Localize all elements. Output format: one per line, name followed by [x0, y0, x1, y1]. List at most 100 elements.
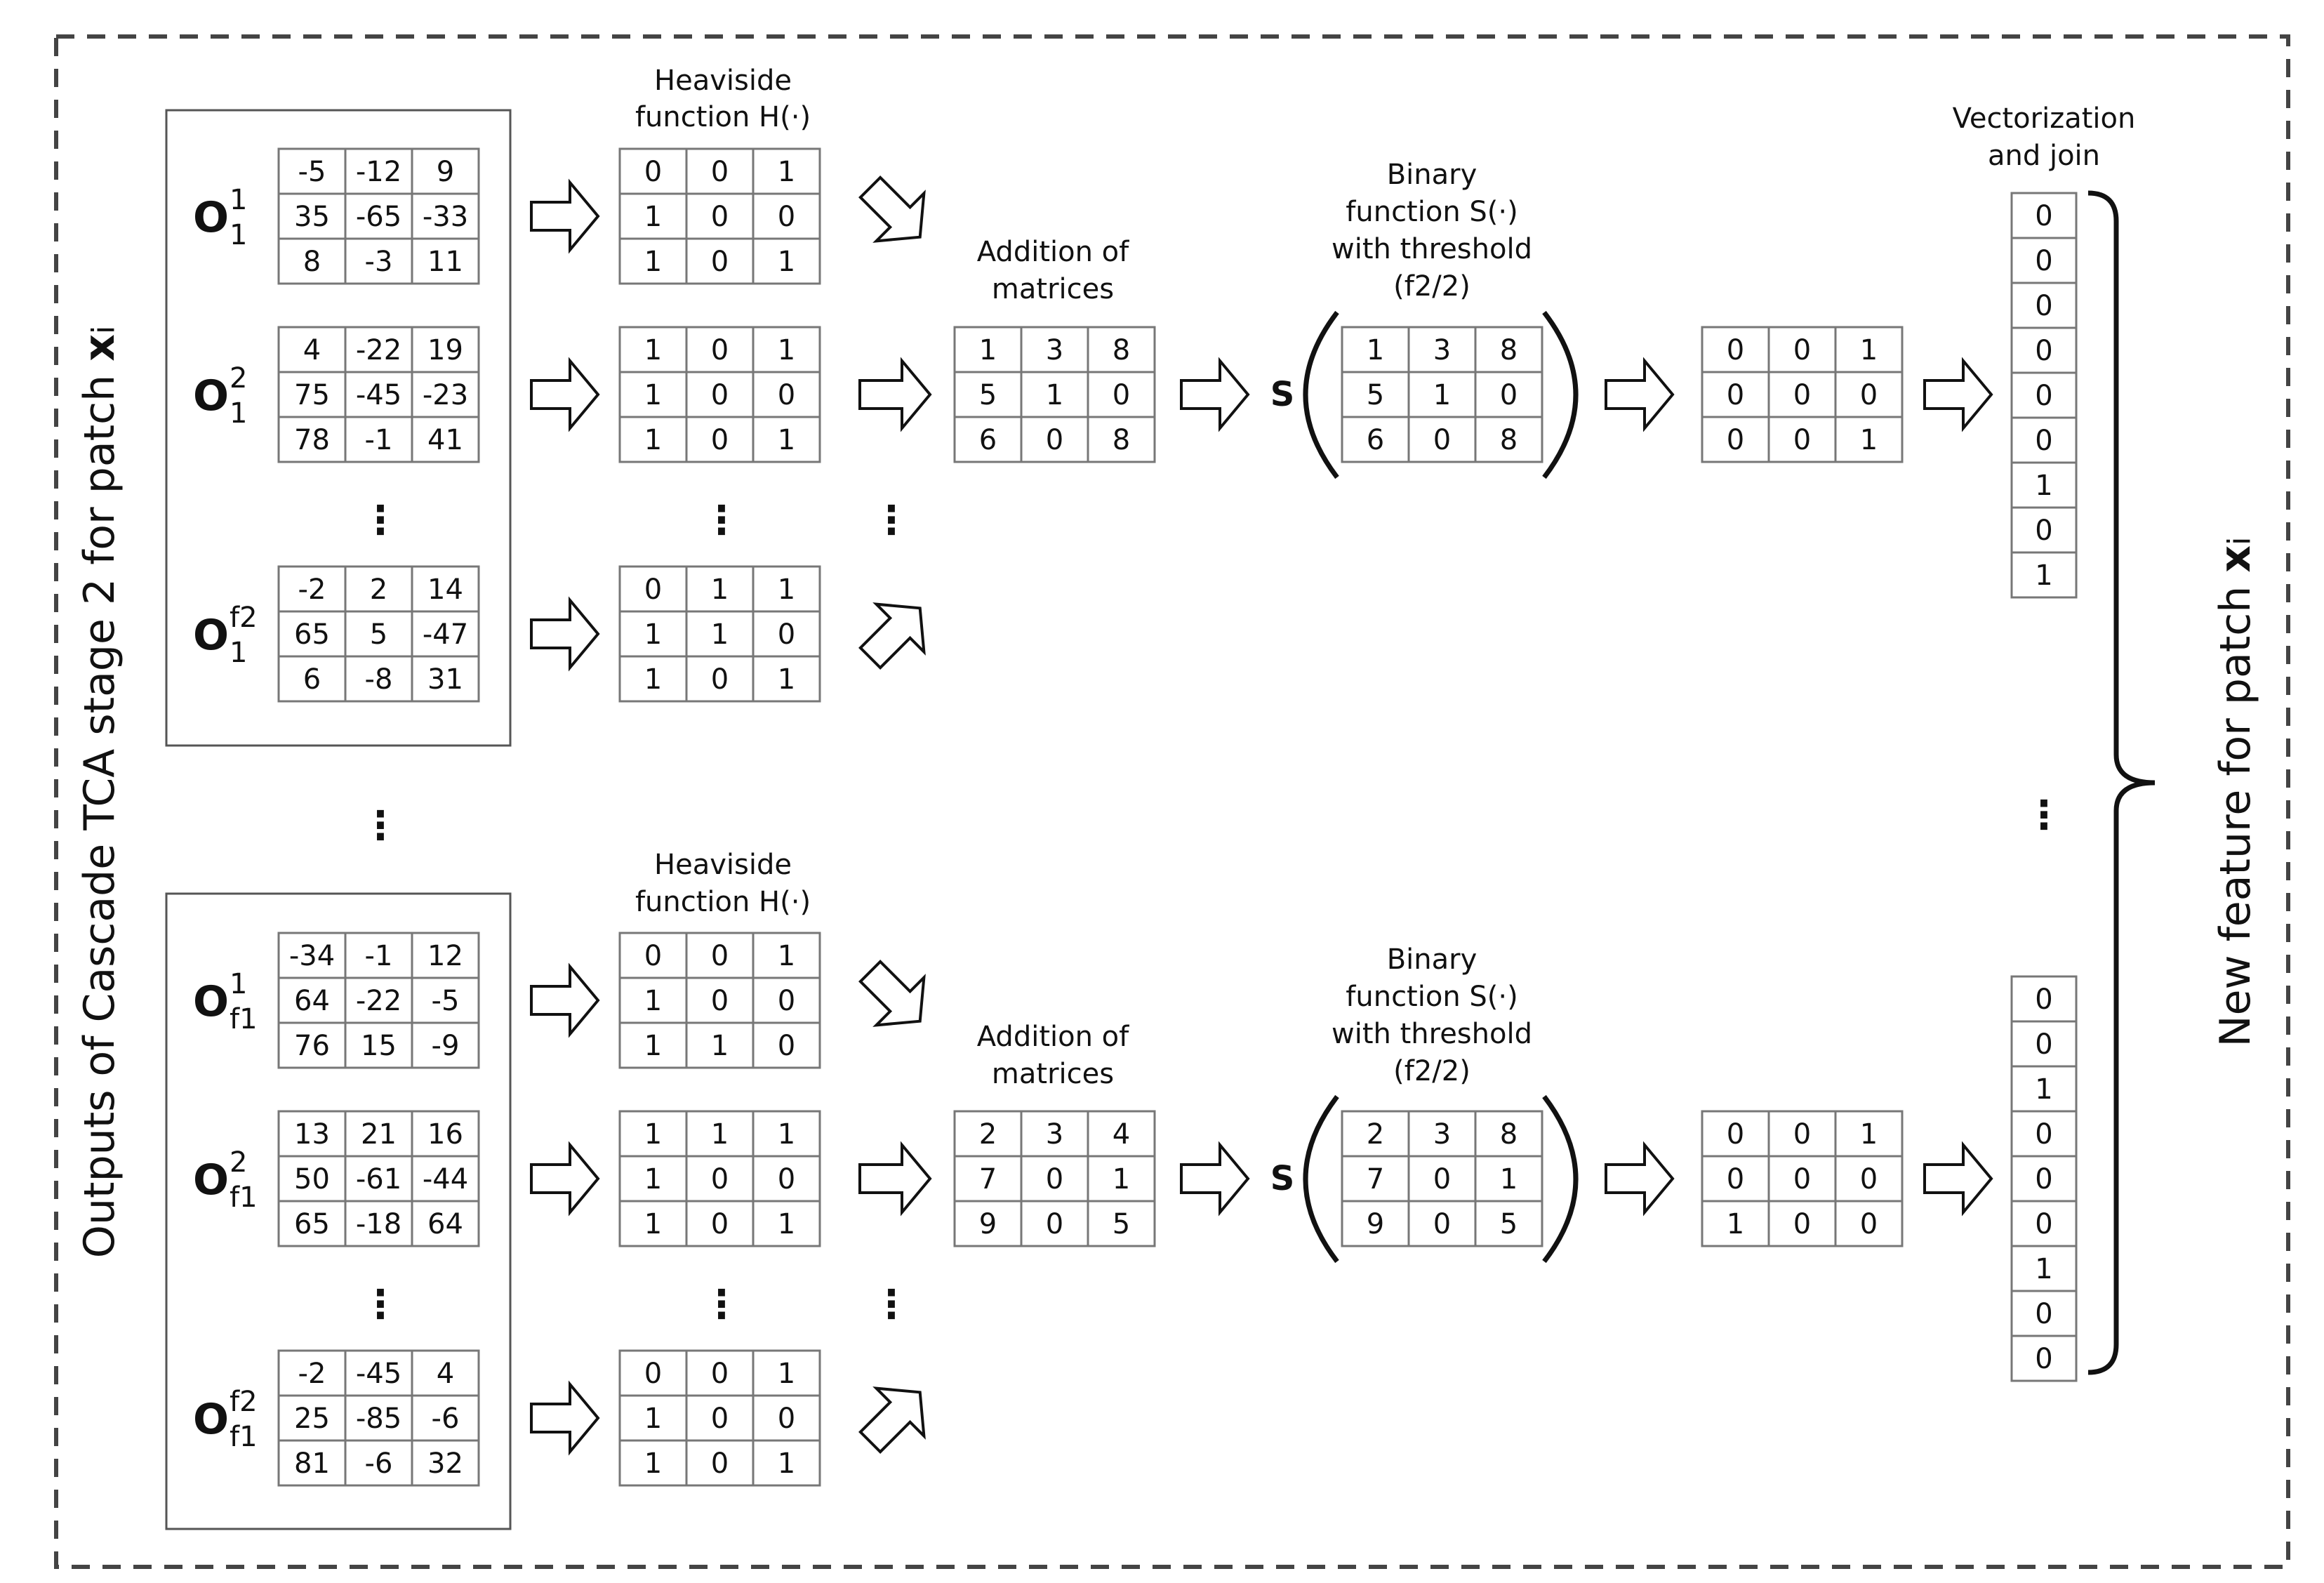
matrix-cell: 2	[979, 1118, 997, 1151]
matrix-cell: 8	[1113, 334, 1130, 366]
matrix-cell: 1	[778, 334, 795, 366]
matrix-cell: 0	[1860, 379, 1878, 411]
arrow-to-sum	[858, 357, 932, 432]
matrix-cell: 4	[437, 1358, 454, 1390]
binary-label-1d: (f2/2)	[1393, 270, 1470, 303]
matrix-cell: 1	[1500, 1163, 1518, 1195]
matrix-cell: 78	[294, 424, 330, 456]
output-matrix-2-3-border	[277, 1349, 480, 1487]
matrix-cell: 21	[361, 1118, 397, 1151]
arrow-diag-down	[858, 175, 926, 243]
heaviside-matrix-1-1-border	[618, 147, 821, 285]
matrix-cell: 0	[1860, 1163, 1878, 1195]
matrix-cell: 0	[1113, 379, 1130, 411]
ellipsis-outputs-2: ⋮	[361, 1282, 400, 1327]
arrow-to-vector	[1923, 1141, 1993, 1217]
matrix-cell: 13	[294, 1118, 330, 1151]
matrix-cell: -44	[423, 1163, 468, 1195]
matrix-cell: 0	[644, 156, 662, 188]
matrix-cell: 8	[1500, 424, 1518, 456]
ellipsis-arrows-2: ⋮	[872, 1282, 911, 1327]
arrow-to-heaviside	[530, 1380, 600, 1456]
binary-output-matrix-2-border	[1701, 1110, 1904, 1247]
vector-cell: 0	[2035, 1298, 2052, 1330]
matrix-cell: 0	[1433, 1163, 1451, 1195]
matrix-cell: 5	[1500, 1208, 1518, 1240]
matrix-cell: -33	[423, 201, 468, 233]
outer-dashed-frame	[54, 34, 2290, 1569]
matrix-cell: -2	[298, 574, 326, 606]
ellipsis-arrows-1: ⋮	[872, 498, 911, 543]
matrix-cell: 0	[1793, 1163, 1811, 1195]
arrow-to-heaviside	[530, 1141, 600, 1217]
matrix-cell: 1	[778, 663, 795, 696]
output-label-2-1: O	[193, 977, 229, 1026]
vector-cell: 0	[2035, 380, 2052, 412]
matrix-cell: 25	[294, 1403, 330, 1435]
matrix-cell: 2	[370, 574, 387, 606]
vector-cell: 0	[2035, 335, 2052, 367]
binary-label-1a: Binary	[1387, 159, 1478, 191]
matrix-cell: 0	[1046, 1163, 1063, 1195]
vector-cell: 0	[2035, 1118, 2052, 1151]
output-symbol: O	[193, 1155, 229, 1205]
matrix-cell: 5	[979, 379, 997, 411]
matrix-cell: 0	[711, 940, 729, 972]
matrix-cell: 1	[778, 1118, 795, 1151]
addition-label-1b: matrices	[992, 273, 1114, 305]
matrix-cell: 1	[644, 1448, 662, 1480]
matrix-cell: 1	[1046, 379, 1063, 411]
output-subscript: 1	[230, 637, 247, 669]
vector-cell: 1	[2035, 470, 2052, 502]
matrix-cell: 35	[294, 201, 330, 233]
output-matrix-2-1-border	[277, 932, 480, 1069]
arrow-from-binary	[1605, 1141, 1675, 1217]
matrix-cell: 0	[711, 1403, 729, 1435]
output-label-1-2: O	[193, 371, 229, 420]
output-superscript: 1	[230, 184, 247, 216]
addition-label-2a: Addition of	[977, 1021, 1129, 1053]
binary-label-2a: Binary	[1387, 943, 1478, 976]
output-matrix-1-3-border	[277, 565, 480, 703]
matrix-cell: 1	[778, 156, 795, 188]
group-1-box	[165, 109, 512, 747]
binary-label-2c: with threshold	[1332, 1018, 1532, 1050]
matrix-cell: -22	[356, 334, 401, 366]
heaviside-label-2a: Heaviside	[654, 849, 792, 881]
matrix-cell: 8	[1113, 424, 1130, 456]
output-superscript: f2	[230, 1386, 258, 1418]
left-side-title: Outputs of Cascade TCA stage 2 for patch…	[75, 326, 124, 1258]
matrix-cell: 0	[1727, 379, 1744, 411]
arrow-to-heaviside	[530, 596, 600, 672]
vectorization-label-b: and join	[1988, 140, 2100, 172]
matrix-cell: -65	[356, 201, 401, 233]
matrix-cell: 5	[1367, 379, 1384, 411]
output-matrix-1-1-border	[277, 147, 480, 285]
matrix-cell: 81	[294, 1448, 330, 1480]
matrix-cell: 76	[294, 1030, 330, 1062]
output-symbol: O	[193, 611, 229, 660]
vector-cell: 0	[2035, 1028, 2052, 1061]
matrix-cell: 14	[427, 574, 463, 606]
binary-input-matrix-2-border	[1341, 1110, 1543, 1247]
output-label-1-1: O	[193, 193, 229, 242]
output-subscript: 1	[230, 397, 247, 430]
matrix-cell: -23	[423, 379, 468, 411]
matrix-cell: 1	[778, 940, 795, 972]
matrix-cell: 65	[294, 1208, 330, 1240]
matrix-cell: 1	[778, 1208, 795, 1240]
matrix-cell: 3	[1433, 1118, 1451, 1151]
matrix-cell: 1	[644, 379, 662, 411]
matrix-cell: 0	[778, 379, 795, 411]
vector-cell: 0	[2035, 200, 2052, 232]
matrix-cell: 5	[370, 618, 387, 651]
ellipsis-vector: ⋮	[2024, 793, 2064, 838]
matrix-cell: 0	[711, 246, 729, 278]
vector-cell: 0	[2035, 515, 2052, 547]
